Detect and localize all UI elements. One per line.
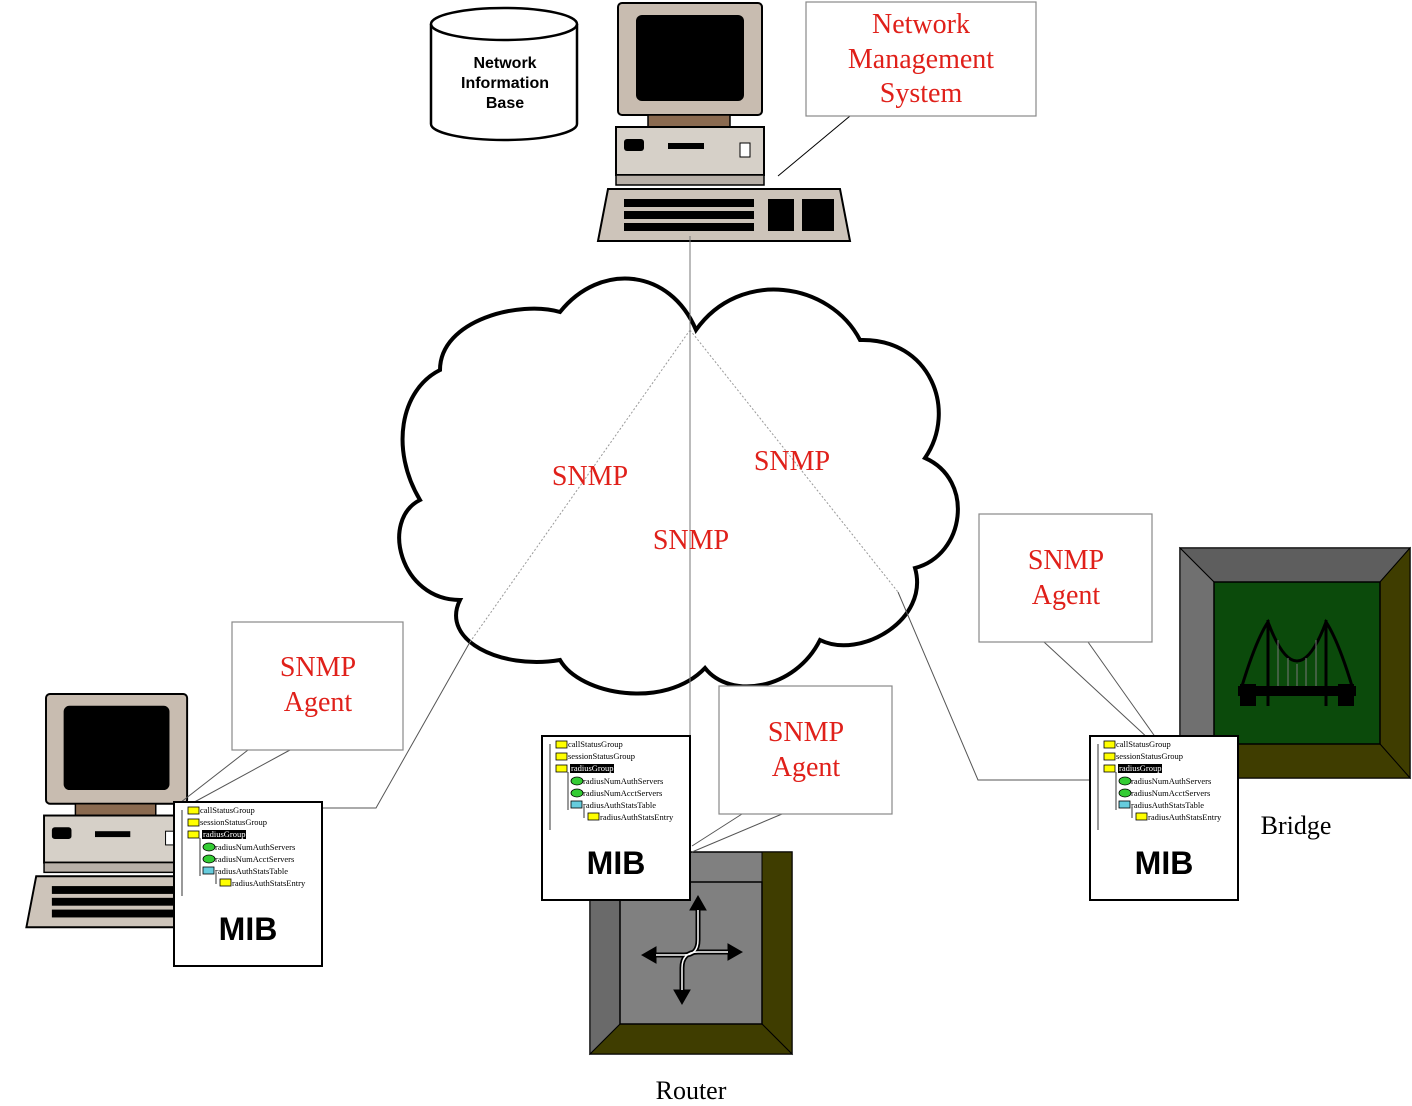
mib-center-tree-item: radiusAuthStatsEntry [600, 812, 674, 822]
agent-left-line-2: Agent [284, 687, 353, 718]
mib-right-tree-item: radiusGroup [1119, 763, 1162, 773]
agent-callout-center: SNMP Agent [691, 685, 893, 853]
router-label: Router [656, 1076, 727, 1105]
nms-label-line-1: Network [872, 9, 970, 40]
agent-callout-left: SNMP Agent [175, 621, 404, 813]
mib-left-title: MIB [219, 911, 278, 947]
snmp-label-center: SNMP [653, 525, 729, 556]
mib-left-tree-item: radiusAuthStatsTable [215, 866, 288, 876]
agent-left-line-1: SNMP [280, 652, 356, 683]
nms-callout: Network Management System [777, 1, 1037, 177]
mib-left-tree-item: radiusGroup [203, 829, 246, 839]
mib-card-left: callStatusGroup sessionStatusGroup radiu… [173, 801, 323, 967]
mib-right-tree-item: radiusAuthStatsEntry [1148, 812, 1222, 822]
bridge-icon [1178, 546, 1412, 780]
mib-left-tree-item: radiusNumAuthServers [215, 842, 295, 852]
mib-center-tree-item: radiusNumAcctServers [583, 788, 662, 798]
mib-left-tree-item: callStatusGroup [200, 805, 255, 815]
nms-label-line-2: Management [848, 44, 994, 75]
snmp-label-right: SNMP [754, 446, 830, 477]
bridge-label: Bridge [1261, 811, 1332, 840]
mib-center-tree-item: sessionStatusGroup [568, 751, 635, 761]
mib-left-tree-item: sessionStatusGroup [200, 817, 267, 827]
agent-right-line-2: Agent [1032, 580, 1101, 611]
agent-center-line-1: SNMP [768, 717, 844, 748]
nms-label-line-3: System [880, 78, 963, 109]
mib-right-tree-item: callStatusGroup [1116, 739, 1171, 749]
mib-right-tree-item: radiusNumAuthServers [1131, 776, 1211, 786]
mib-left-tree-item: radiusAuthStatsEntry [232, 878, 306, 888]
mib-right-title: MIB [1135, 845, 1194, 881]
mib-center-tree-item: callStatusGroup [568, 739, 623, 749]
mib-center-tree-item: radiusNumAuthServers [583, 776, 663, 786]
agent-right-line-1: SNMP [1028, 545, 1104, 576]
mib-left-tree-item: radiusNumAcctServers [215, 854, 294, 864]
mib-card-right: callStatusGroup sessionStatusGroup radiu… [1089, 735, 1239, 901]
snmp-label-left: SNMP [552, 461, 628, 492]
database-label-line-2: Information [461, 75, 549, 92]
mib-right-tree-item: sessionStatusGroup [1116, 751, 1183, 761]
database-label-line-1: Network [473, 55, 536, 72]
mib-center-tree-item: radiusGroup [571, 763, 614, 773]
agent-callout-right: SNMP Agent [978, 513, 1157, 741]
mib-right-tree-item: radiusAuthStatsTable [1131, 800, 1204, 810]
mib-center-title: MIB [587, 845, 646, 881]
mib-right-tree-item: radiusNumAcctServers [1131, 788, 1210, 798]
network-information-base-database: Network Information Base [429, 6, 579, 142]
mib-center-tree-item: radiusAuthStatsTable [583, 800, 656, 810]
database-label-line-3: Base [486, 95, 524, 112]
network-cloud [397, 276, 960, 696]
mib-card-center: callStatusGroup sessionStatusGroup radiu… [541, 735, 691, 901]
agent-center-line-2: Agent [772, 752, 841, 783]
